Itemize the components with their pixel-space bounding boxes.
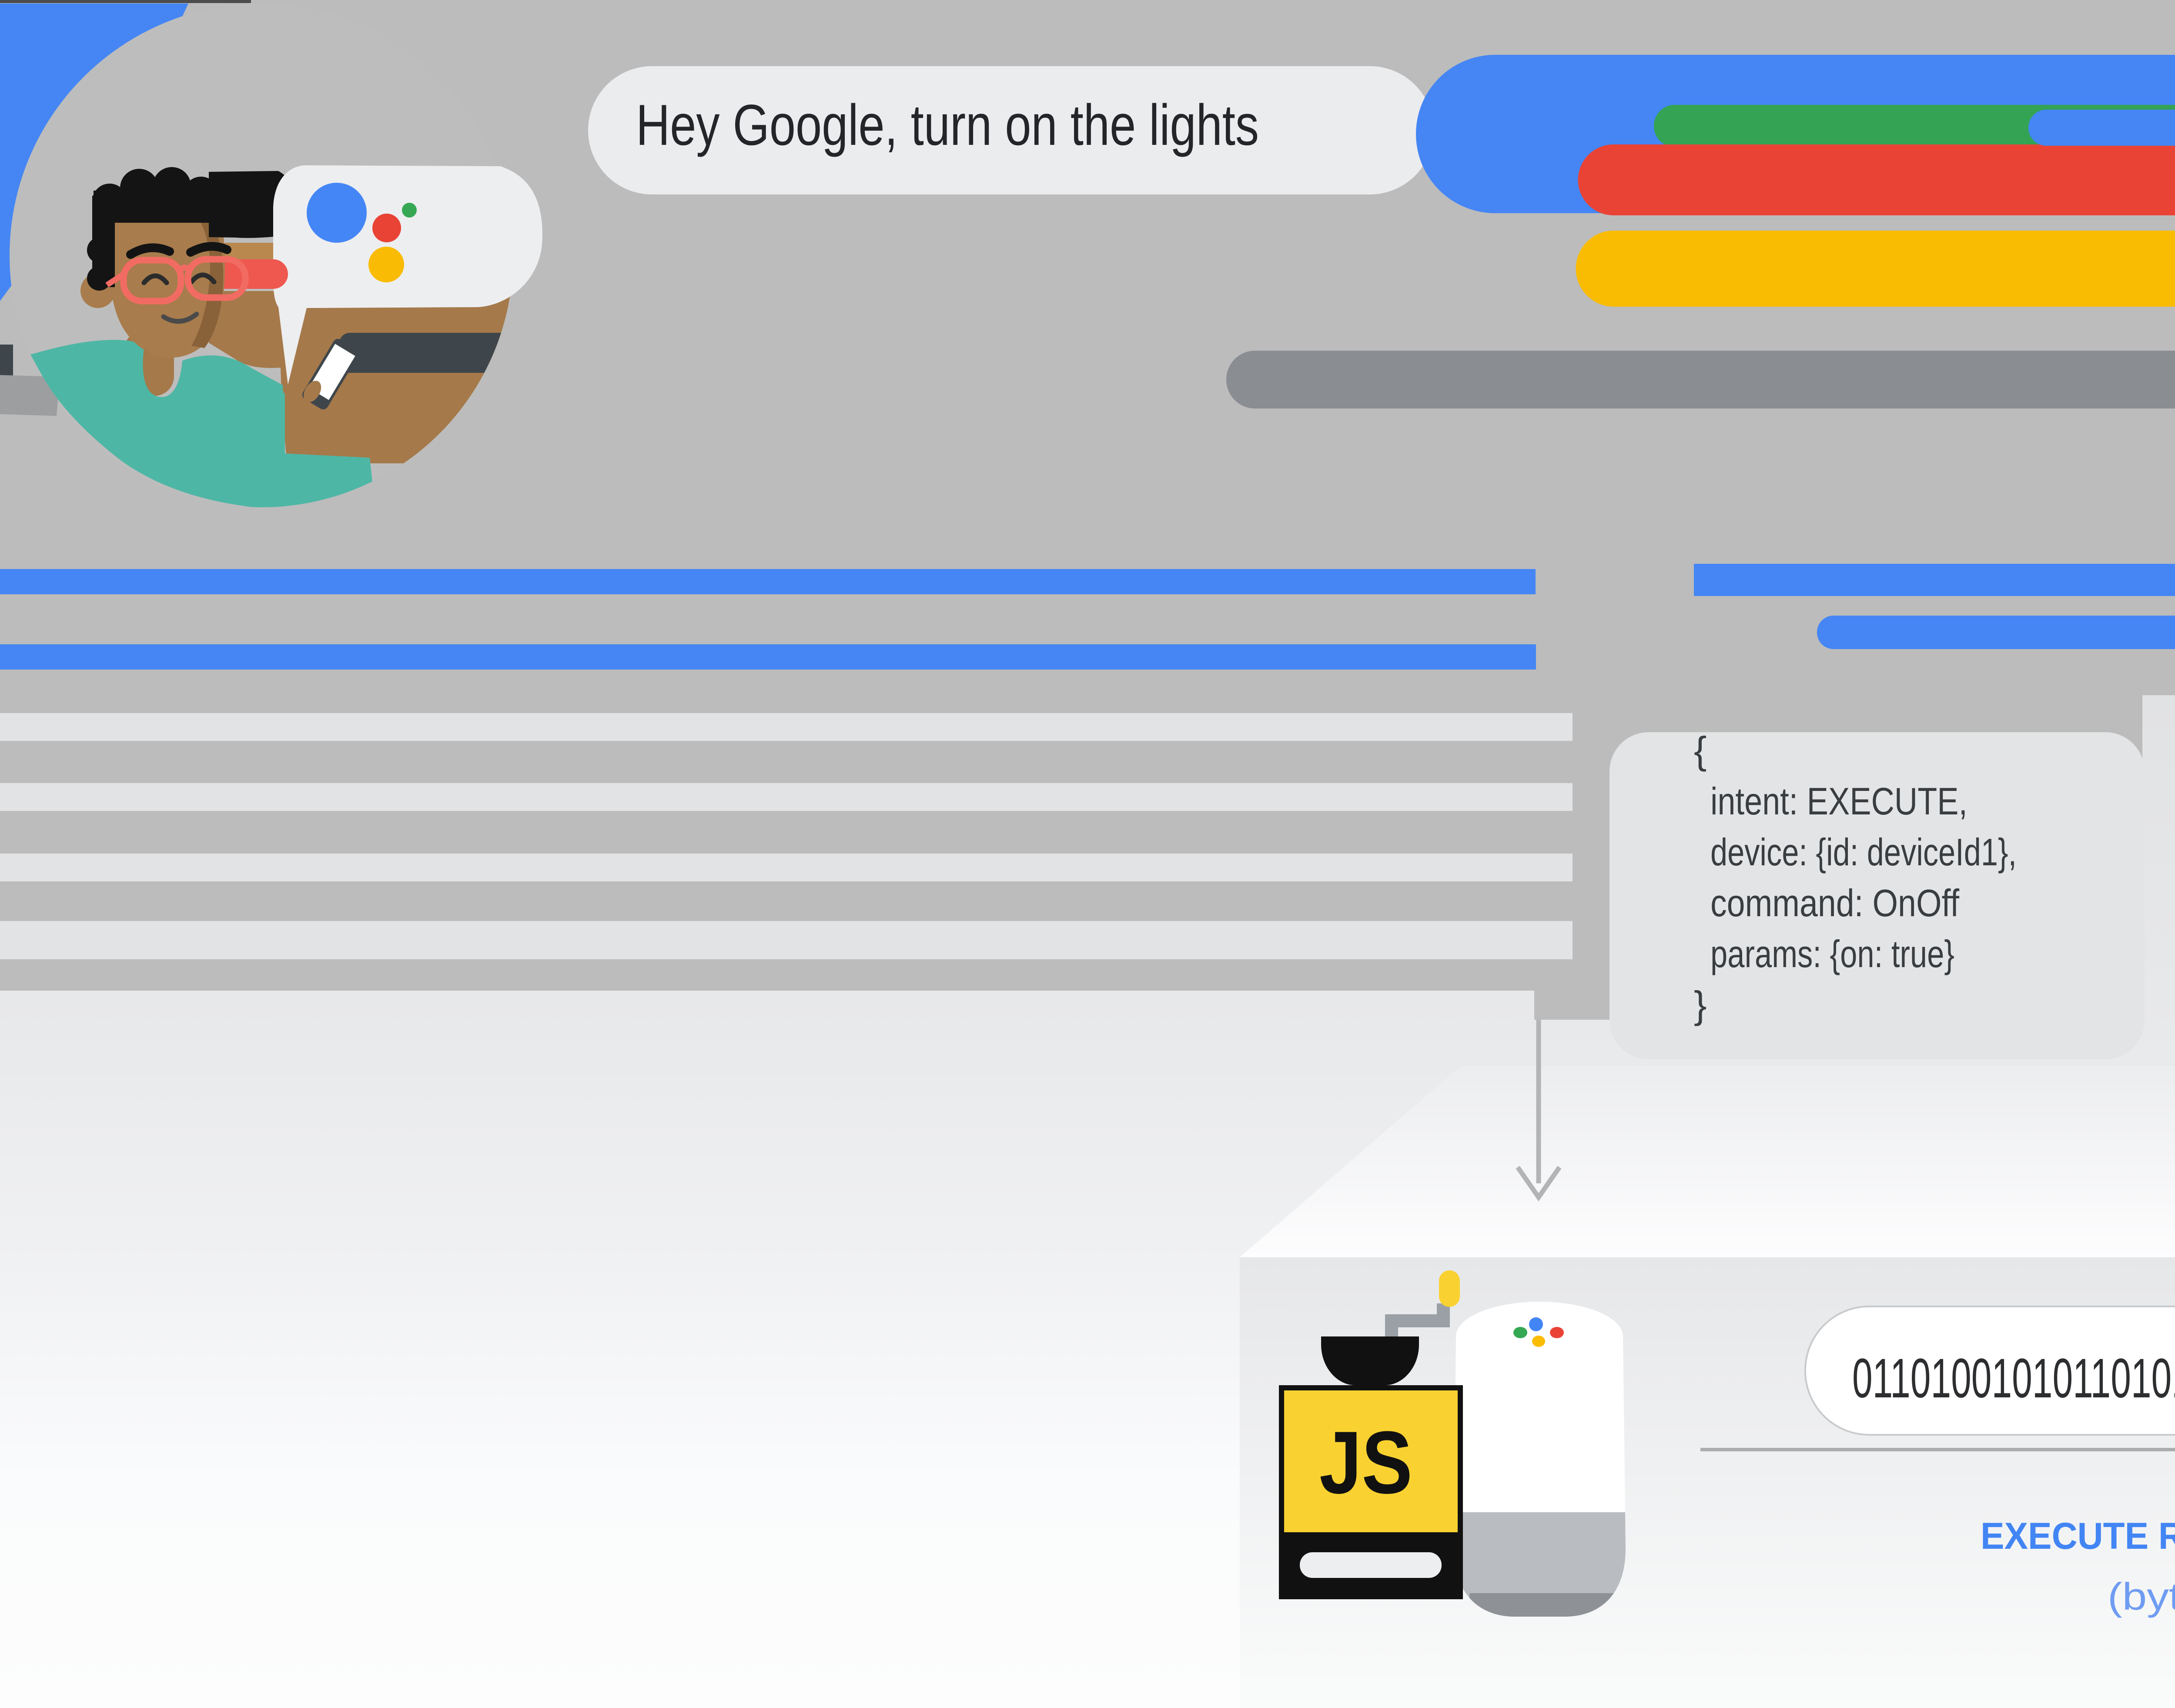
svg-text:JS: JS [1319, 1413, 1412, 1512]
svg-text:device: {id: deviceId1},: device: {id: deviceId1}, [1710, 831, 2017, 874]
svg-text:intent: EXECUTE,: intent: EXECUTE, [1710, 780, 1968, 823]
svg-text:params: {on: true}: params: {on: true} [1710, 932, 1954, 975]
svg-text:command: OnOff: command: OnOff [1710, 881, 1959, 924]
svg-text:}: } [1694, 983, 1707, 1026]
svg-text:{: { [1694, 729, 1707, 772]
svg-text:EXECUTE REQUEST: EXECUTE REQUEST [1981, 1515, 2175, 1557]
svg-text:Hey Google, turn on the lights: Hey Google, turn on the lights [636, 93, 1259, 157]
svg-text:011010010101101010110000011101: 01101001010110101011000001110110 [1852, 1347, 2175, 1410]
svg-text:(bytes): (bytes) [2108, 1575, 2175, 1618]
